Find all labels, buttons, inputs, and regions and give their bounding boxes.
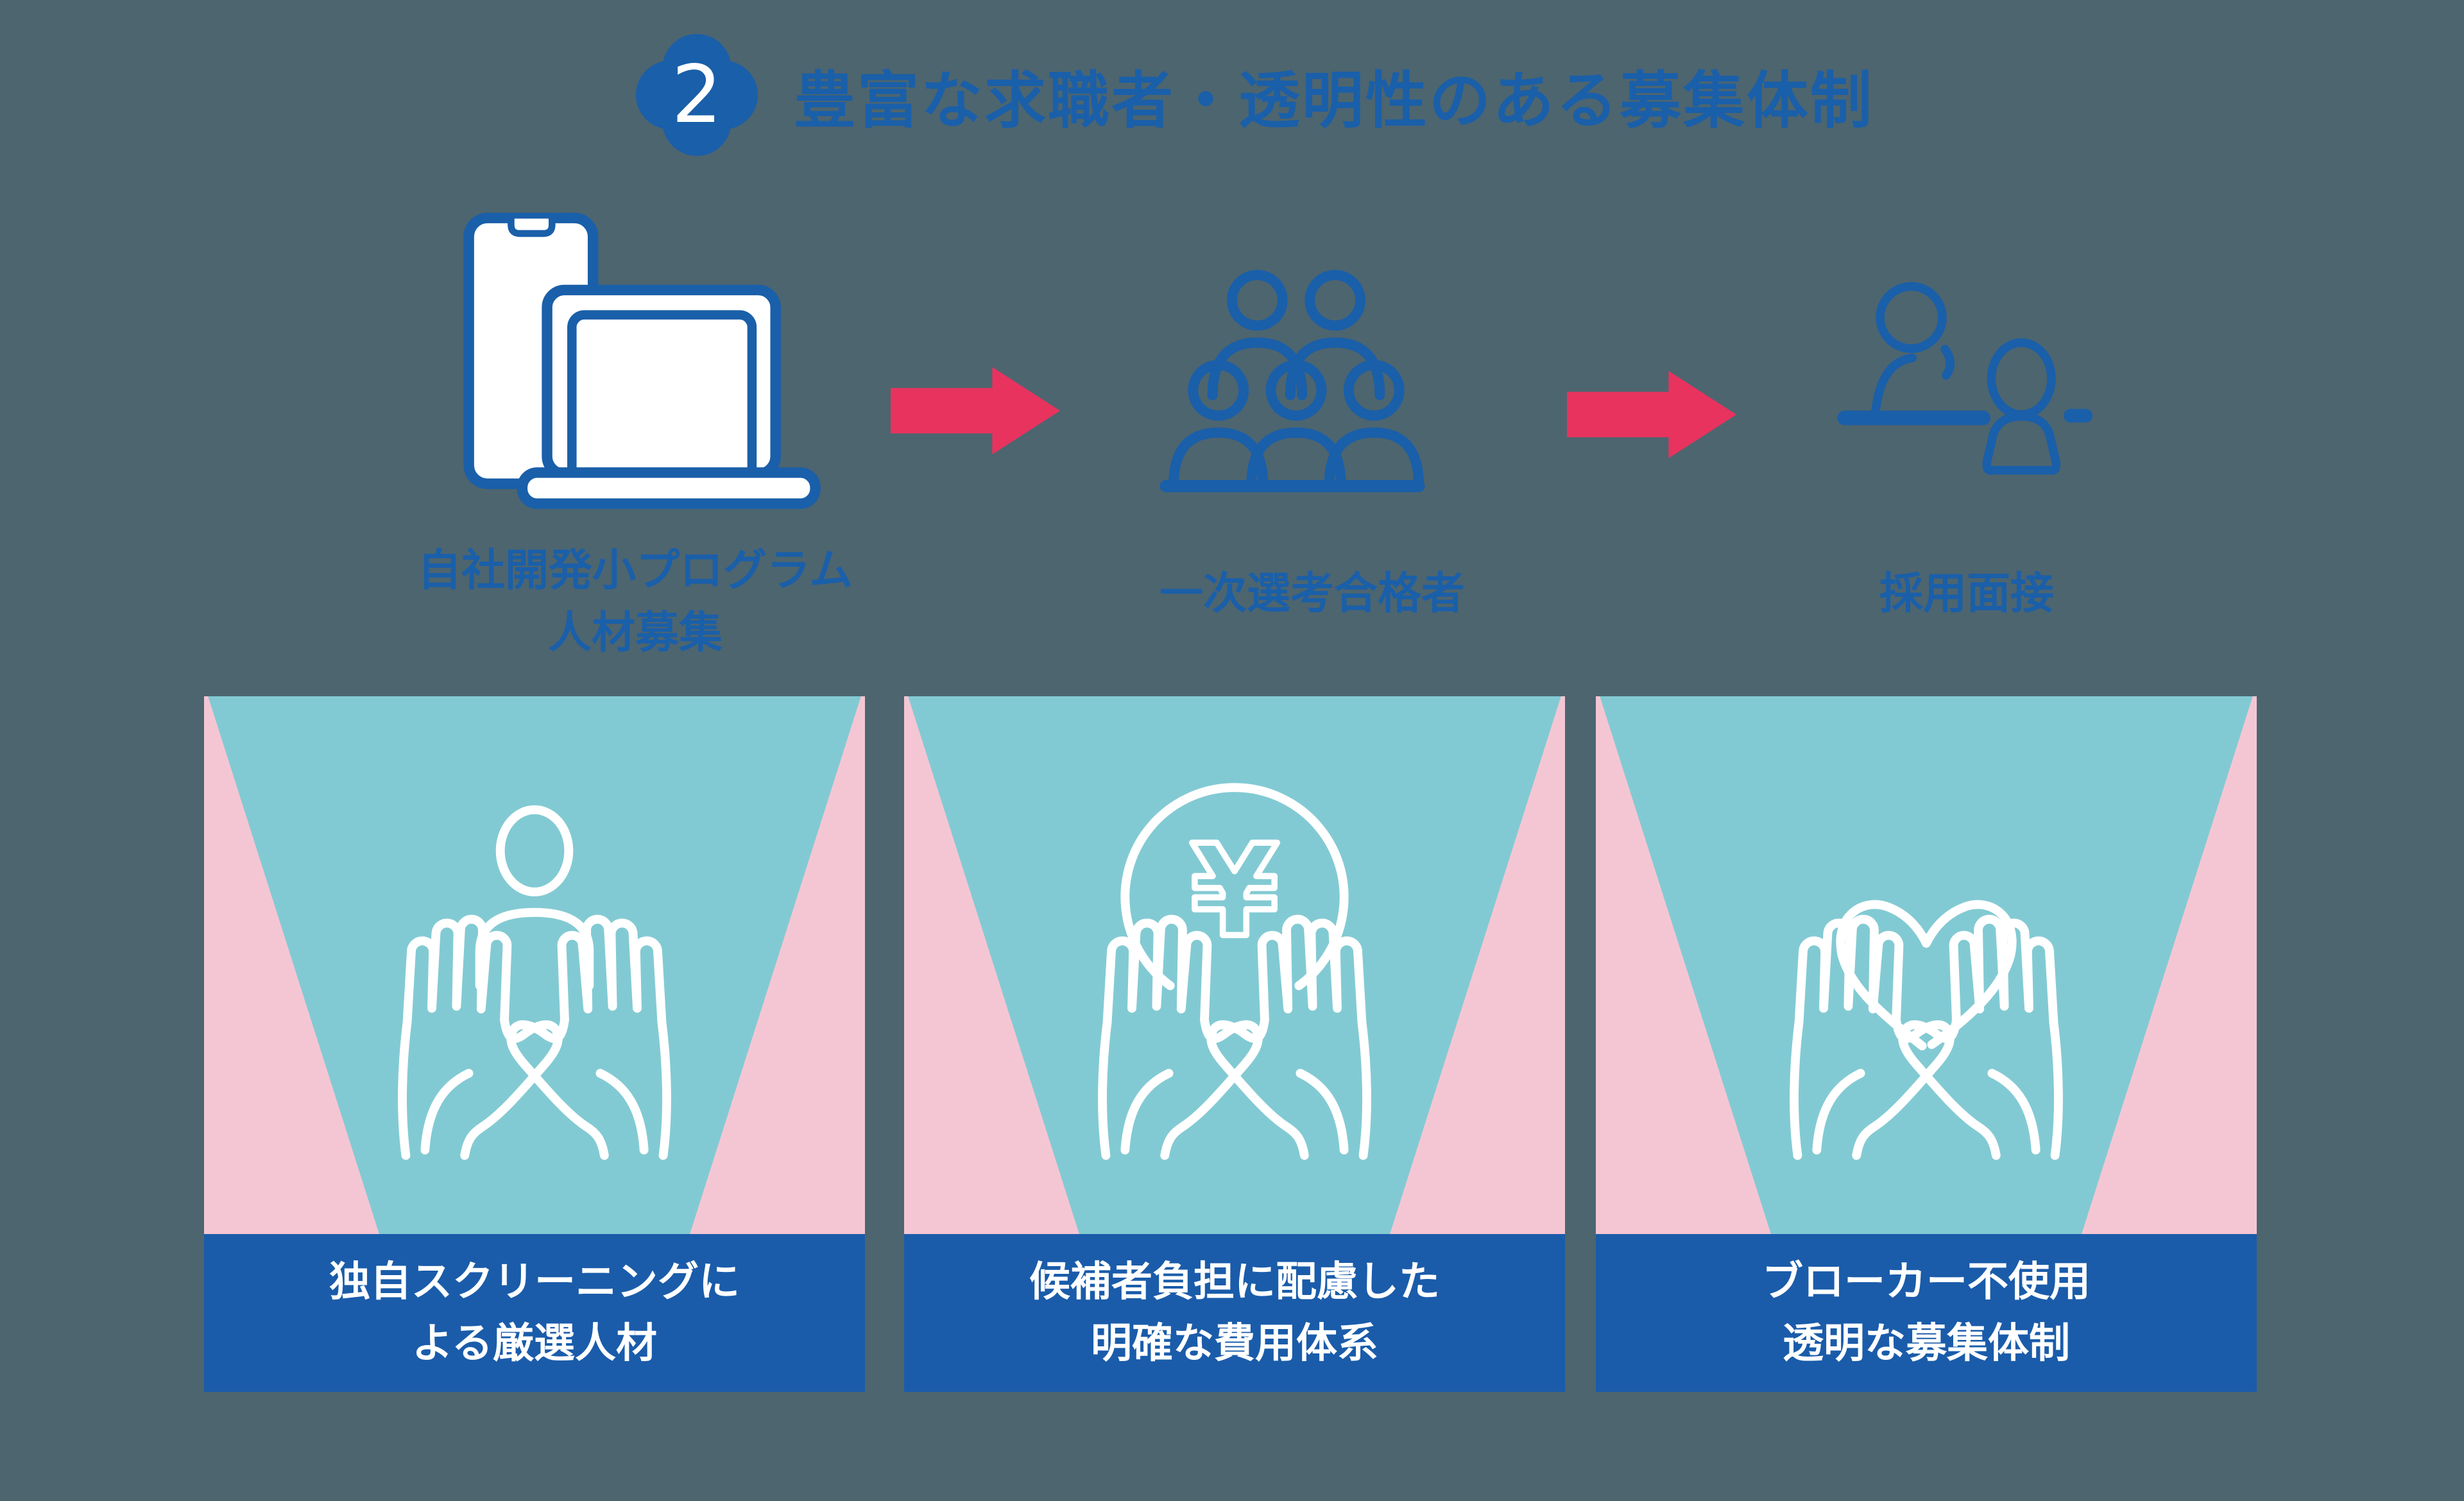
flow-label-1: 自社開発小プログラム 人材募集 (379, 540, 892, 664)
flow-arrow-1-icon (891, 367, 1060, 454)
yen-coin-in-hands-icon: ¥ (1098, 783, 1371, 1160)
header: 2 豊富な求職者・透明性のある募集体制 (635, 33, 1874, 157)
flow-label-1-line1: 自社開発小プログラム (418, 545, 853, 596)
card-caption-1-line2: よる厳選人材 (411, 1320, 658, 1368)
flow-label-2: 一次選考合格者 (1159, 569, 1465, 619)
card-caption-3: ブローカー不使用 透明な募集体制 (1596, 1234, 2257, 1392)
card-caption-2: 候補者負担に配慮した 明確な費用体系 (904, 1234, 1565, 1392)
card-art-2: ¥ (904, 696, 1565, 1234)
step-2-badge: 2 (635, 33, 758, 157)
page-title: 豊富な求職者・透明性のある募集体制 (794, 64, 1874, 137)
card-caption-3-line1: ブローカー不使用 (1762, 1258, 2091, 1306)
flow-label-3: 採用面接 (1879, 569, 2054, 619)
card-caption-1: 独自スクリーニングに よる厳選人材 (204, 1234, 865, 1392)
card-caption-1-line1: 独自スクリーニングに (329, 1258, 740, 1306)
interview-icon (1822, 270, 2098, 488)
feature-card-cost: ¥ 候補者負担に配慮した 明確な費用体系 (904, 696, 1565, 1392)
card-art-1 (204, 696, 865, 1234)
flow-label-1-line2: 人材募集 (547, 607, 723, 658)
applicant-group-icon (1145, 243, 1447, 519)
card-caption-3-line2: 透明な募集体制 (1783, 1320, 2070, 1368)
phone-laptop-icon (443, 209, 828, 523)
heart-in-hands-icon (1790, 900, 2063, 1160)
card-caption-2-line2: 明確な費用体系 (1091, 1320, 1378, 1368)
step-number: 2 (671, 49, 723, 141)
card-art-3 (1596, 696, 2257, 1234)
card-caption-2-line1: 候補者負担に配慮した (1029, 1258, 1440, 1306)
feature-card-screening: 独自スクリーニングに よる厳選人材 (204, 696, 865, 1392)
quatrefoil-badge-icon (635, 33, 758, 157)
flow-arrow-2-icon (1567, 371, 1736, 458)
feature-card-transparency: ブローカー不使用 透明な募集体制 (1596, 696, 2257, 1392)
person-in-hands-icon (398, 805, 671, 1160)
